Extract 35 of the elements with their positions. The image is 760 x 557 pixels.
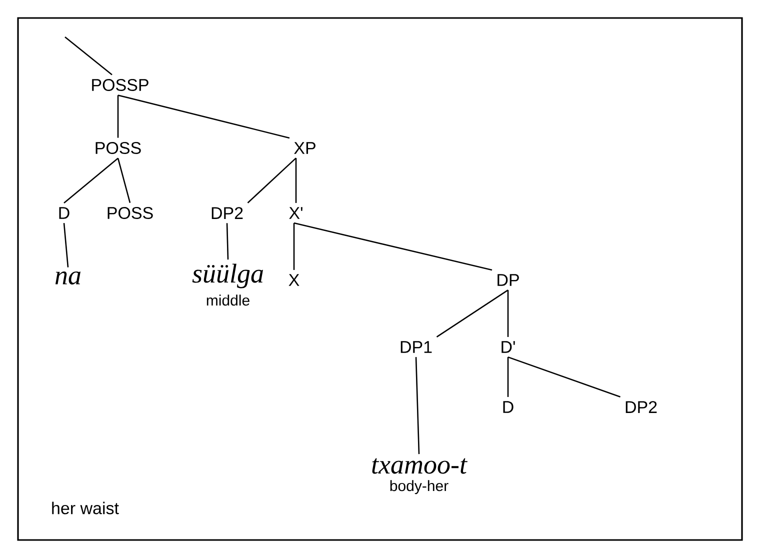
- tree-branch: [226, 223, 229, 260]
- category-label: DP2: [626, 401, 657, 413]
- category-label: DP2: [212, 207, 243, 219]
- gloss-label: middle: [206, 294, 250, 306]
- category-label: D: [503, 401, 514, 413]
- word-label: na: [55, 272, 80, 284]
- tree-branch: [507, 357, 509, 397]
- tree-branch: [508, 356, 620, 398]
- category-label: D: [59, 207, 70, 219]
- tree-branch: [64, 158, 118, 204]
- category-label: X: [288, 274, 300, 286]
- tree-branch: [436, 290, 508, 338]
- tree-branch: [117, 95, 119, 138]
- tree-branch: [293, 223, 295, 270]
- gloss-label: body-her: [390, 480, 448, 494]
- tree-branch: [415, 357, 420, 454]
- word-label: süülga: [192, 264, 263, 288]
- category-label: XP: [294, 142, 316, 154]
- category-label: DP: [498, 274, 519, 286]
- word-label: txamoo-t: [372, 458, 468, 474]
- tree-branch: [247, 158, 296, 204]
- tree-branch: [64, 36, 112, 76]
- tree-branch: [63, 223, 69, 268]
- category-label: X': [289, 207, 302, 219]
- category-label: POSS: [96, 142, 141, 154]
- caption-label: her waist: [52, 502, 119, 514]
- category-label: DP1: [400, 341, 432, 353]
- category-label: D': [502, 341, 515, 353]
- category-label: POSSP: [92, 78, 148, 92]
- category-label: POSS: [108, 206, 153, 220]
- tree-branch: [117, 158, 131, 203]
- tree-branch: [507, 290, 509, 337]
- tree-branch: [295, 158, 297, 203]
- tree-branch: [294, 222, 492, 271]
- tree-branch: [118, 94, 290, 139]
